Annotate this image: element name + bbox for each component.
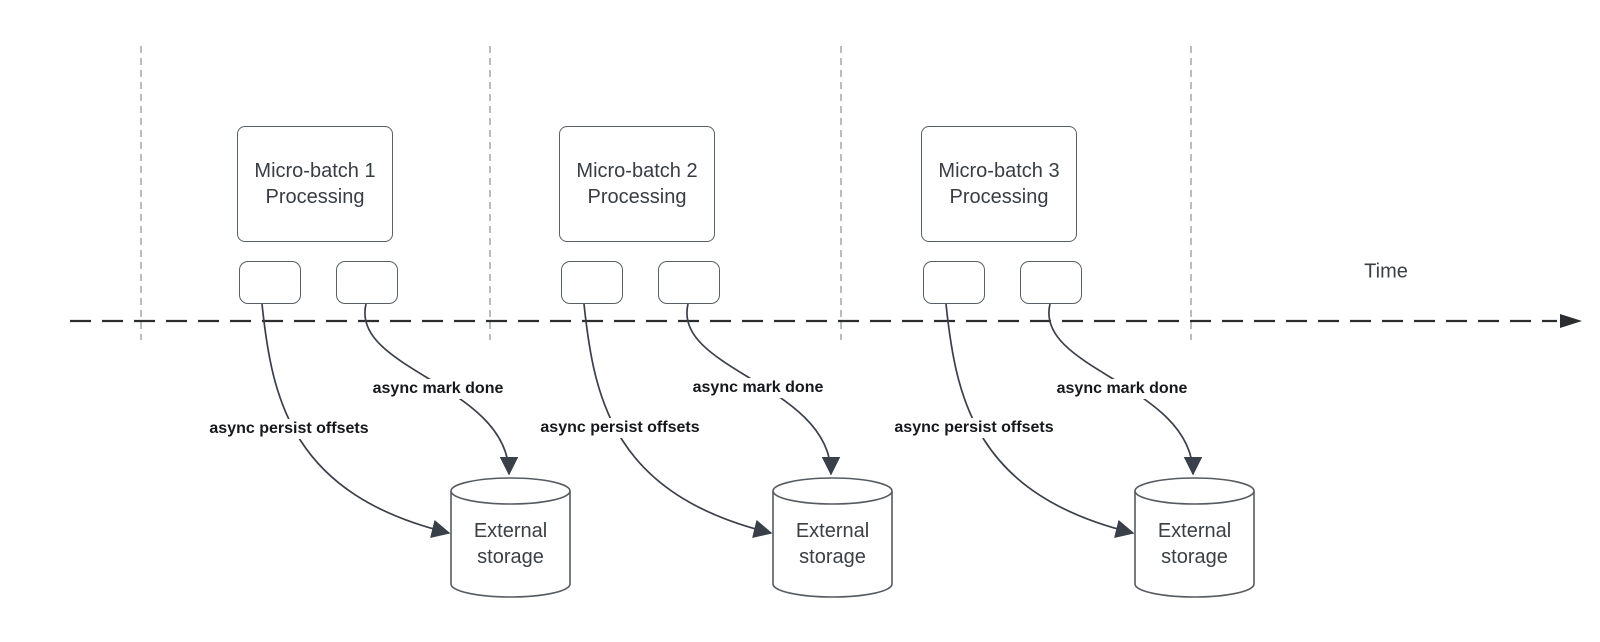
cylinder-body: [1134, 491, 1255, 598]
external-storage-label: External storage: [473, 520, 548, 568]
mark-done-task-box: [658, 261, 720, 304]
mark-done-task-box: [1020, 261, 1082, 304]
persist-offsets-task-box: [923, 261, 985, 304]
cylinder-body: [772, 491, 893, 598]
async-persist-offsets-label: async persist offsets: [205, 419, 373, 439]
cylinder-top: [450, 477, 571, 505]
mark-done-task-box: [336, 261, 398, 304]
timeline-gridlines: [140, 46, 1192, 340]
async-mark-done-label: async mark done: [1052, 379, 1192, 399]
external-storage-cylinder: [1134, 477, 1255, 598]
persist-offsets-task-box: [239, 261, 301, 304]
micro-batch-processing-box: Micro-batch 1 Processing: [237, 126, 393, 242]
external-storage-cylinder: [772, 477, 893, 598]
persist-offsets-task-box: [561, 261, 623, 304]
time-axis-arrowhead-icon: [1560, 314, 1582, 328]
async-mark-done-label: async mark done: [368, 379, 508, 399]
async-persist-offsets-arrow: [583, 303, 773, 539]
micro-batch-processing-box: Micro-batch 2 Processing: [559, 126, 715, 242]
cylinder-body: [450, 491, 571, 598]
async-mark-done-label: async mark done: [688, 378, 828, 398]
external-storage-label: External storage: [1157, 520, 1232, 568]
external-storage-label: External storage: [795, 520, 870, 568]
cylinder-top: [1134, 477, 1255, 505]
async-persist-offsets-arrow: [945, 303, 1135, 539]
time-axis-label: Time: [1364, 260, 1408, 283]
micro-batch-processing-box: Micro-batch 3 Processing: [921, 126, 1077, 242]
async-persist-offsets-arrow: [261, 303, 451, 539]
async-persist-offsets-label: async persist offsets: [890, 418, 1058, 438]
cylinder-top: [772, 477, 893, 505]
async-persist-offsets-label: async persist offsets: [536, 418, 704, 438]
external-storage-cylinder: [450, 477, 571, 598]
